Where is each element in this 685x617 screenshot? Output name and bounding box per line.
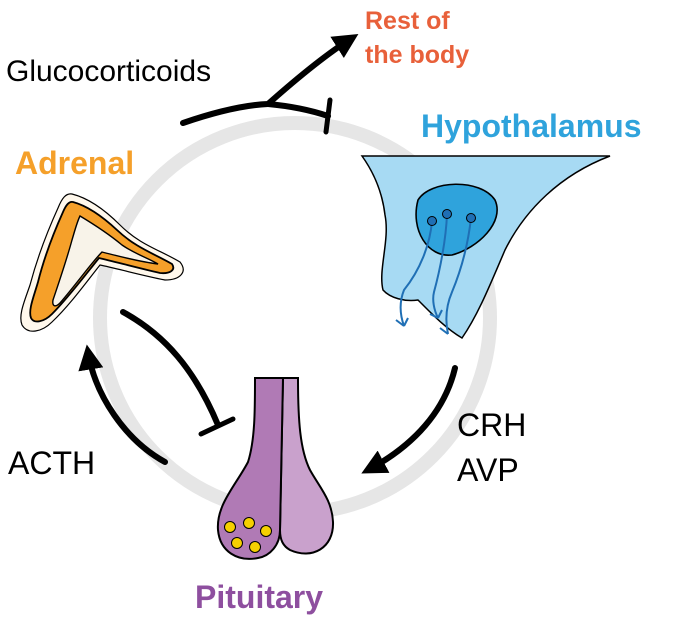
pituitary-label: Pituitary [195, 579, 323, 615]
crh-avp-arrow [361, 365, 458, 474]
arrows [78, 33, 458, 474]
rest-of-body-label-line1: Rest of [365, 7, 450, 35]
hypothalamus-inhibition-bar [323, 97, 333, 135]
acth-arrow [78, 344, 168, 465]
acth-label: ACTH [8, 445, 95, 481]
hypothalamus-label: Hypothalamus [421, 108, 641, 144]
neuron-axons [395, 213, 472, 335]
glucocorticoid-feedback-pituitary [120, 309, 221, 428]
glucocorticoid-feedback-hypothalamus [265, 101, 331, 119]
rest-of-body-label-line2: the body [365, 41, 469, 69]
adrenal-shape [20, 193, 184, 332]
adrenal-label: Adrenal [15, 145, 134, 181]
avp-label: AVP [457, 452, 519, 488]
neuron-cell-bodies [427, 209, 476, 226]
glucocorticoids-label: Glucocorticoids [6, 55, 211, 88]
pituitary-inhibition-bar [198, 416, 236, 437]
inhibition-bars [198, 97, 333, 437]
crh-label: CRH [457, 407, 526, 443]
hypothalamus-shape [360, 155, 611, 339]
hormone-granules [224, 517, 272, 553]
pituitary-shape [216, 377, 335, 560]
